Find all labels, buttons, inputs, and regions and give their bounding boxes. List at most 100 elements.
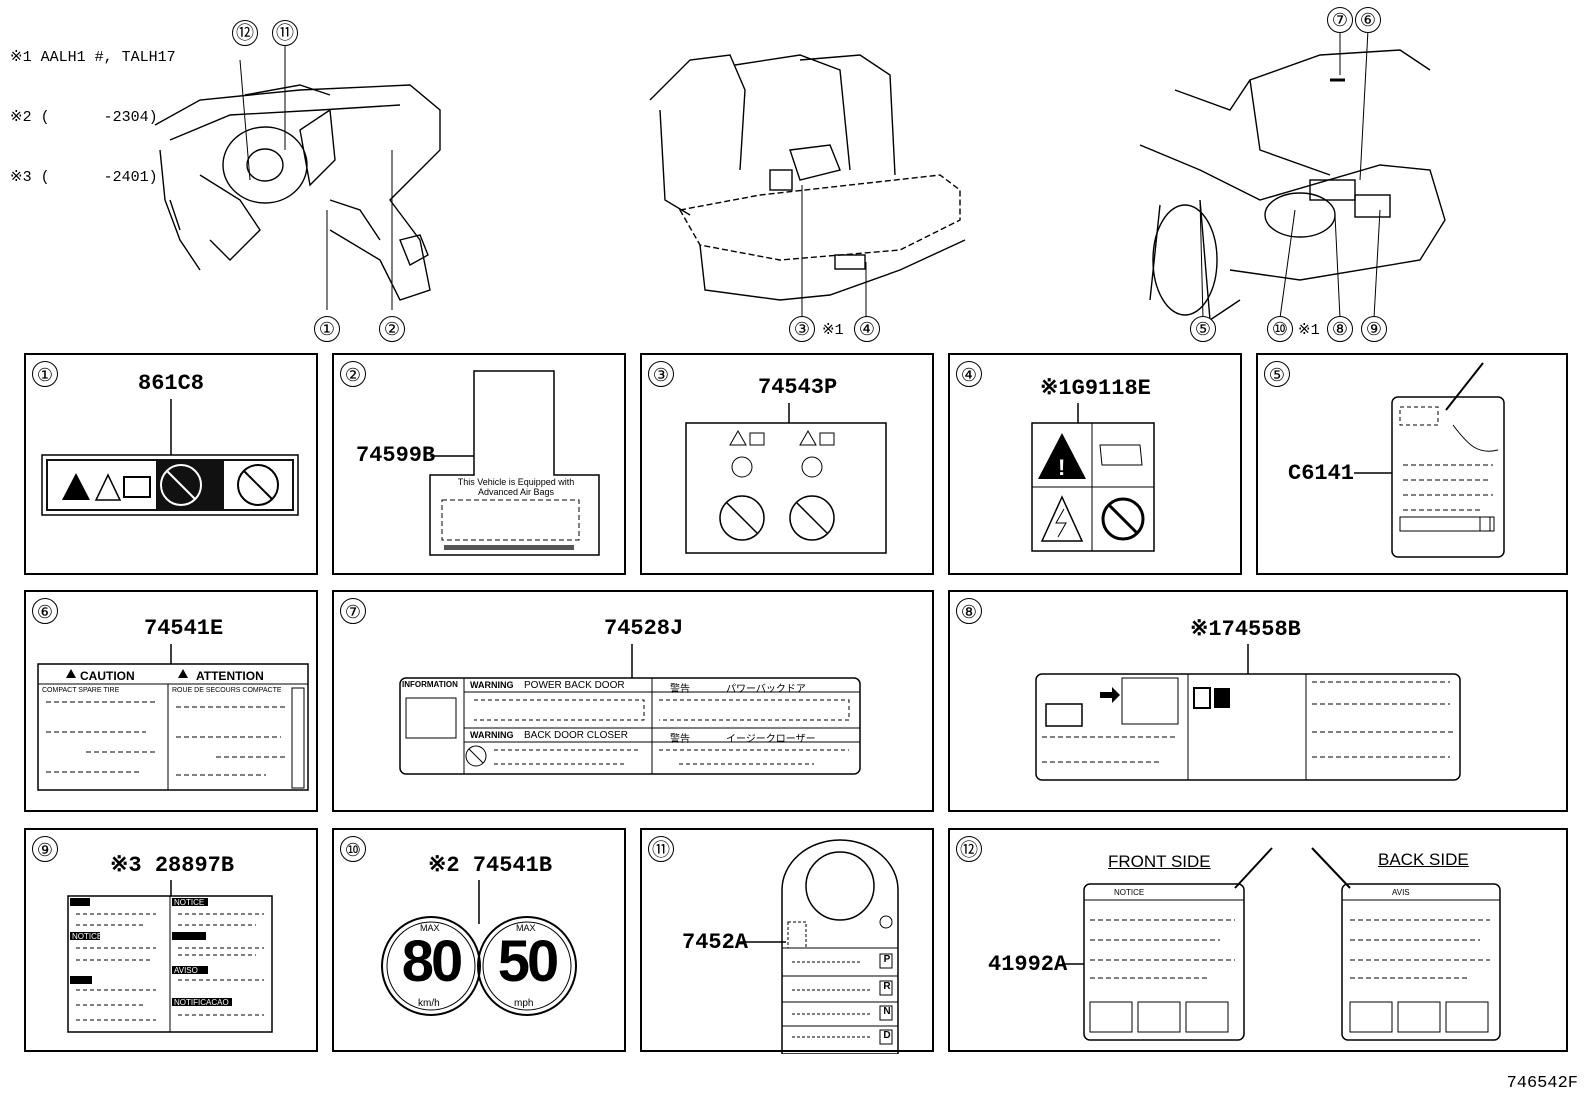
notice-1: NOTICE [174,898,205,907]
back-side-title: BACK SIDE [1378,850,1469,869]
panel-number: ⑫ [956,836,982,862]
part-code: 74543P [758,375,838,400]
back-door-closer-text: BACK DOOR CLOSER [524,730,628,741]
attention-text: ATTENTION [196,669,264,683]
callout-2: ② [379,316,405,342]
panel-7: ⑦ 74528J INFORMATION WARNING POWER BACK … [332,590,934,812]
part-code: ※2 74541B [428,853,553,878]
callout-12: ⑫ [232,20,258,46]
panel-number: ⑦ [340,598,366,624]
overview-illustrations [154,29,1446,322]
callout-8: ⑧ [1327,316,1353,342]
callout-9: ⑨ [1361,316,1387,342]
panel-11: ⑪ 7452A P R N D [640,828,934,1054]
note-2: ※2 ( -2304) [10,109,158,126]
part-code: C6141 [1288,461,1355,486]
panel-number: ③ [648,361,674,387]
callout-11: ⑪ [272,20,298,46]
label-861c8-drawing [41,399,299,516]
warning-jp-2: 警告 [670,734,690,745]
part-code: 7452A [682,930,749,955]
power-back-door-jp: パワーバックドア [726,684,806,695]
label-74599b-drawing [429,370,600,556]
label-41992a-drawing [1062,847,1501,1041]
label-7452a-drawing [740,839,899,1054]
callout-7: ⑦ [1327,7,1353,33]
callout-1: ① [314,316,340,342]
part-code: ※1G9118E [1040,376,1151,401]
panel-number: ① [32,361,58,387]
note-3: ※3 ( -2401) [10,169,158,186]
part-code: ※3 28897B [110,853,235,878]
label-g9118e-drawing: ! [1031,403,1155,552]
panel-8: ⑧ ※174558B [948,590,1568,812]
panel-9: ⑨ ※3 28897B NOTICE NOTICE AVISO NOTIFICA… [24,828,318,1052]
callout-note-1: ※1 [822,322,844,339]
callout-note-1b: ※1 [1298,322,1320,339]
speed-kmh: 80 [401,929,464,994]
panel-number: ④ [956,361,982,387]
notice-2: NOTICE [72,932,103,941]
label-74558b-drawing [1035,644,1461,781]
label-74543p-drawing [685,403,887,554]
panel-2: ② 74599B This Vehicle is Equipped with A… [332,353,626,575]
label-c6141-drawing [1354,362,1505,558]
dashboard-drawing [154,45,441,310]
information-text: INFORMATION [402,680,458,689]
rear-seat-drawing [649,54,966,320]
gear-p: P [883,954,891,965]
airbag-text: This Vehicle is Equipped with Advanced A… [457,477,575,497]
part-code: 74528J [604,616,684,641]
callout-10: ⑩ [1267,316,1293,342]
spare-tire-text: COMPACT SPARE TIRE [42,687,120,694]
max-1: MAX [420,923,440,933]
notes: ※1 AALH1 #, TALH17 ※2 ( -2304) ※3 ( -240… [10,8,176,208]
spare-tire-text-fr: ROUE DE SECOURS COMPACTE [172,687,282,694]
aviso: AVISO [174,966,198,975]
power-back-door-text: POWER BACK DOOR [524,680,625,691]
warning-text-1: WARNING [470,680,514,690]
label-74541e-drawing [37,644,309,791]
part-code: 74541E [144,616,224,641]
rear-cargo-drawing [1139,29,1446,322]
notice-tab: NOTICE [1114,888,1145,897]
part-code: 41992A [988,952,1068,977]
label-74528j-drawing [399,644,861,775]
gear-d: D [883,1030,891,1041]
panel-3: ③ 74543P [640,353,934,575]
panel-number: ⑪ [648,836,674,862]
notificacao: NOTIFICACAO [174,998,229,1007]
part-code: 861C8 [138,371,205,396]
gear-r: R [883,981,891,992]
panel-4: ④ ※1G9118E ! [948,353,1242,575]
warning-text-2: WARNING [470,730,514,740]
unit-kmh: km/h [418,998,440,1009]
panel-10: ⑩ ※2 74541B MAX 80 km/h MAX 50 mph [332,828,626,1052]
front-side-title: FRONT SIDE [1108,852,1211,871]
part-code: 74599B [356,443,436,468]
warning-jp-1: 警告 [670,684,690,695]
panel-6: ⑥ 74541E CAUTION ATTENTION COMPACT SPARE… [24,590,318,812]
max-2: MAX [516,923,536,933]
label-74541b-drawing [381,880,577,1016]
panel-5: ⑤ C6141 [1256,353,1568,575]
callout-6: ⑥ [1355,7,1381,33]
panel-number: ⑧ [956,598,982,624]
panel-1: ① 861C8 [24,353,318,575]
panel-number: ⑨ [32,836,58,862]
callout-3: ③ [789,316,815,342]
panel-number: ⑤ [1264,361,1290,387]
avis-tab: AVIS [1392,888,1410,897]
drawing-number: 746542F [1506,1074,1578,1093]
label-28897b-drawing [67,880,273,1033]
callout-5: ⑤ [1190,316,1216,342]
back-door-closer-jp: イージークローザー [726,734,816,745]
caution-text: CAUTION [80,669,135,683]
part-code: ※174558B [1190,617,1301,642]
note-1: ※1 AALH1 #, TALH17 [10,49,176,66]
svg-text:!: ! [1058,455,1065,480]
panel-number: ② [340,361,366,387]
unit-mph: mph [514,998,534,1009]
gear-n: N [883,1006,891,1017]
panel-number: ⑩ [340,836,366,862]
